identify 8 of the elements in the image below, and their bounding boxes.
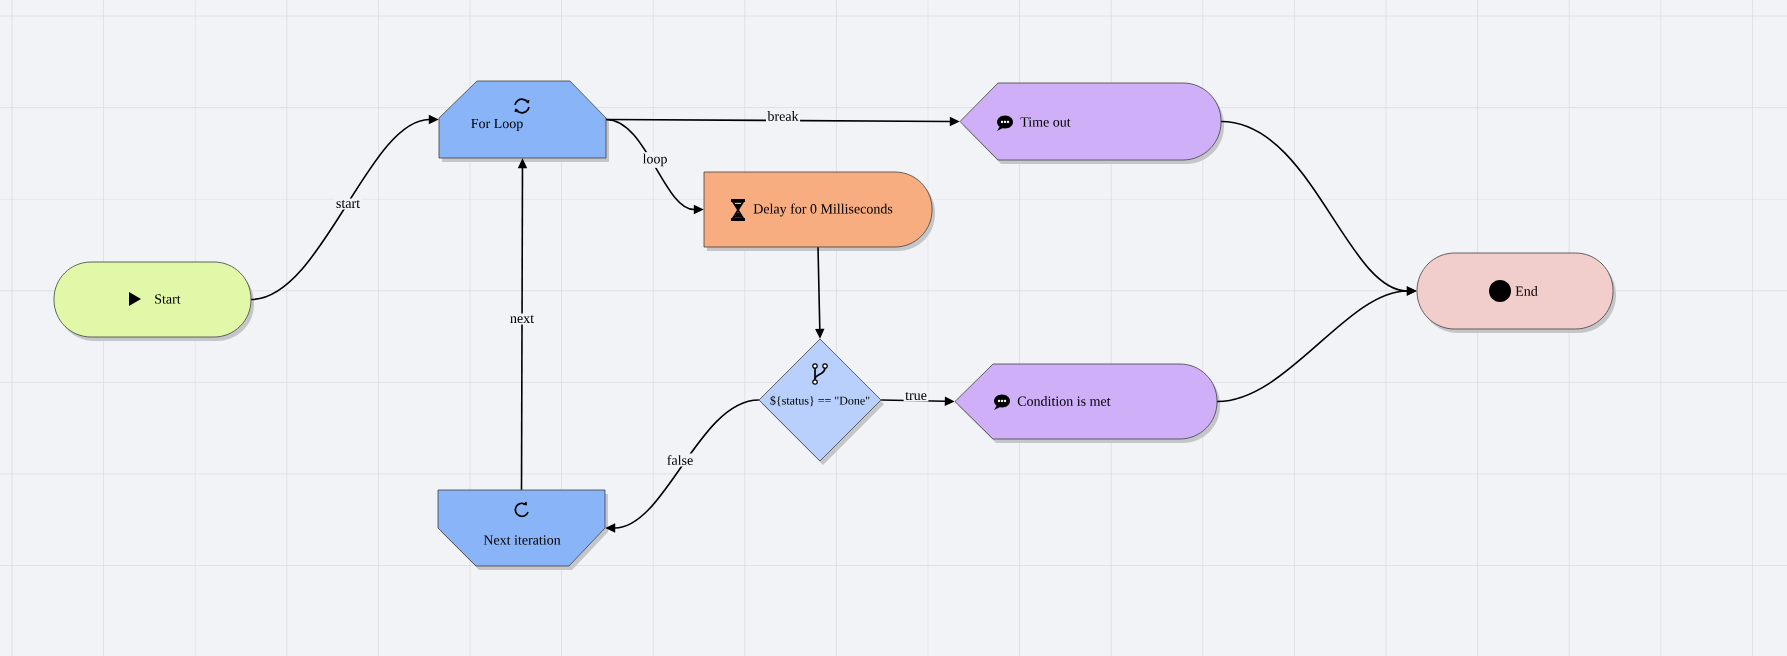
- iteration-box: Next iteration: [437, 489, 608, 570]
- edge-label: true: [903, 390, 929, 402]
- edge-label: start: [334, 198, 362, 210]
- edge-label: loop: [641, 152, 669, 168]
- end-terminal: End: [1416, 252, 1616, 333]
- edge-label: next: [508, 313, 536, 325]
- start-terminal: Start: [53, 261, 254, 341]
- delay-box: Delay for 0 Milliseconds: [703, 171, 935, 251]
